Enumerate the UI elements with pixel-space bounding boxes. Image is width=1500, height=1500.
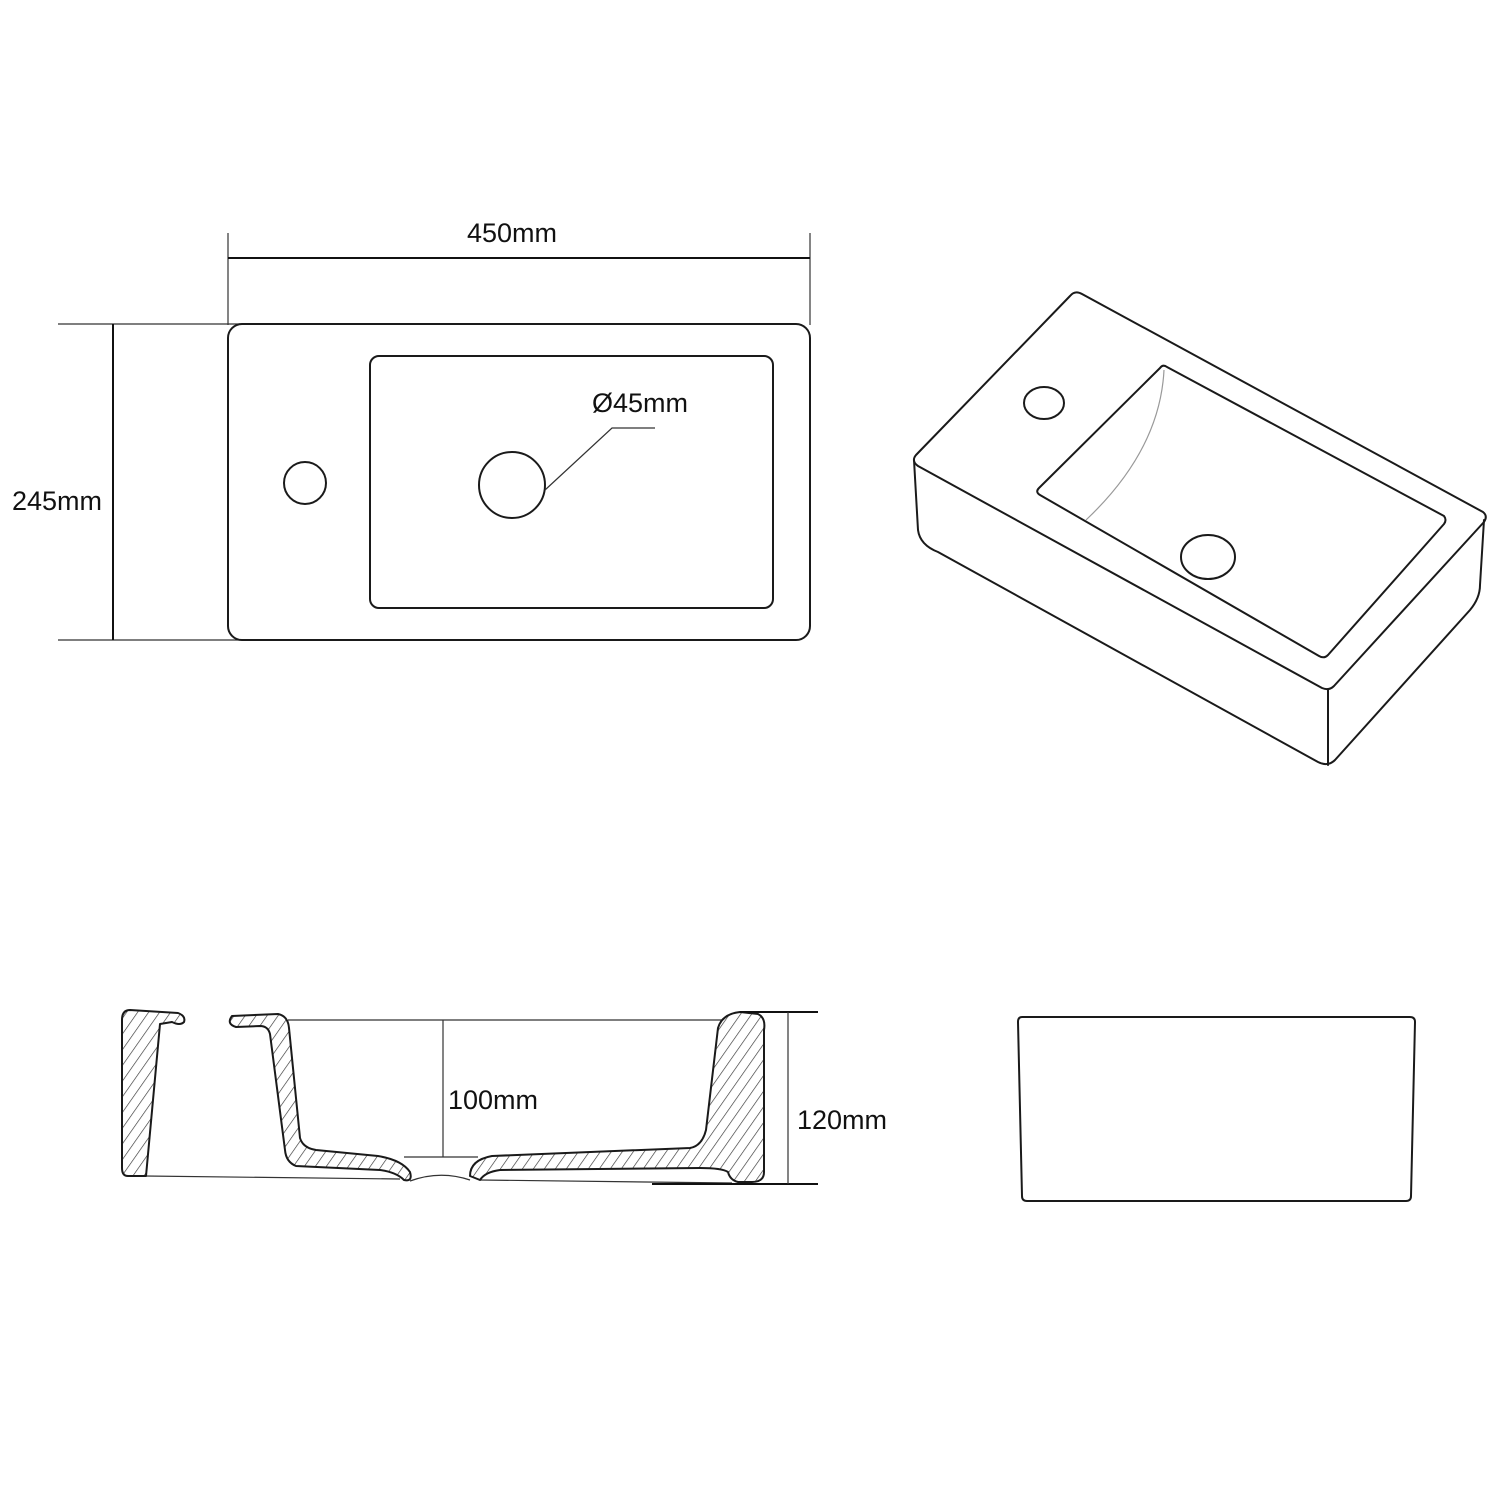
section-view: 120mm 100mm [121, 1009, 887, 1185]
iso-bowl [1036, 364, 1447, 659]
bowl-outline [369, 355, 774, 609]
iso-tap-hole [1023, 386, 1065, 420]
depth-dimension: 245mm [12, 323, 515, 641]
right-bowl-section [469, 1011, 766, 1183]
width-label: 450mm [467, 218, 557, 248]
isometric-view [912, 291, 1487, 766]
width-dimension: 450mm [227, 218, 811, 325]
left-bowl-section [228, 1013, 412, 1182]
side-elevation [1017, 1016, 1416, 1202]
total-height-label: 120mm [797, 1105, 887, 1135]
left-wall-section [121, 1009, 186, 1177]
top-face [912, 291, 1487, 691]
tap-hole [283, 461, 327, 505]
bowl-curve [1085, 369, 1165, 521]
side-faces [913, 459, 1485, 766]
plan-view: 450mm 245mm Ø45mm [12, 218, 811, 641]
iso-drain-hole [1180, 534, 1236, 580]
depth-label: 245mm [12, 486, 102, 516]
drain-leader-line [544, 427, 655, 491]
drain-diameter-label: Ø45mm [592, 388, 688, 418]
basin-depth-label: 100mm [448, 1085, 538, 1115]
drain-hole [478, 451, 546, 519]
height-dimension: 120mm [652, 1011, 887, 1185]
basin-outline [227, 323, 811, 641]
